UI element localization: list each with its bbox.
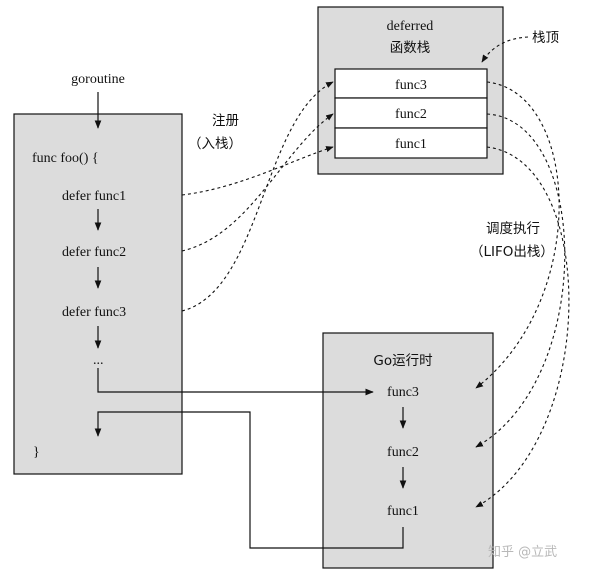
- runtime-call-func3: func3: [387, 385, 419, 400]
- deferred-stack-title-line1: deferred: [387, 19, 434, 34]
- stack-cell-middle: [334, 97, 488, 129]
- ellipsis-text: ...: [93, 353, 104, 368]
- go-runtime-box: [322, 332, 494, 569]
- watermark-text: 知乎 @立武: [488, 544, 557, 560]
- defer-func3-stmt: defer func3: [62, 305, 126, 320]
- runtime-call-func1: func1: [387, 504, 419, 519]
- handoff-to-runtime-arrow: [97, 368, 374, 396]
- register-label-line1: 注册: [212, 113, 239, 129]
- go-runtime-title: Go运行时: [373, 353, 432, 369]
- stack-cell-top: [334, 68, 488, 99]
- stack-cell-func2: func2: [395, 107, 427, 122]
- runtime-call-func2: func2: [387, 445, 419, 460]
- stack-cell-func3: func3: [395, 78, 427, 93]
- push-arrow-func1: [181, 146, 334, 196]
- close-brace: }: [33, 445, 40, 460]
- pop-arrow-func3: [475, 81, 560, 389]
- stack-top-pointer: [481, 36, 529, 63]
- register-label-line2: （入栈）: [188, 136, 242, 152]
- goroutine-label: goroutine: [71, 72, 125, 87]
- stack-cell-func1: func1: [395, 137, 427, 152]
- defer-func1-stmt: defer func1: [62, 189, 126, 204]
- defer-func2-stmt: defer func2: [62, 245, 126, 260]
- push-arrow-func3: [181, 81, 334, 312]
- return-to-goroutine-arrow: [94, 411, 404, 549]
- deferred-stack-title-line2: 函数栈: [390, 40, 431, 56]
- stack-top-label: 栈顶: [532, 30, 559, 46]
- schedule-label-line2: （LIFO出栈）: [470, 244, 554, 260]
- schedule-label-line1: 调度执行: [486, 221, 540, 237]
- func-foo-header: func foo() {: [32, 151, 99, 166]
- pop-arrow-func1: [475, 146, 570, 508]
- stack-cell-bottom: [334, 127, 488, 159]
- push-arrow-func2: [181, 113, 334, 252]
